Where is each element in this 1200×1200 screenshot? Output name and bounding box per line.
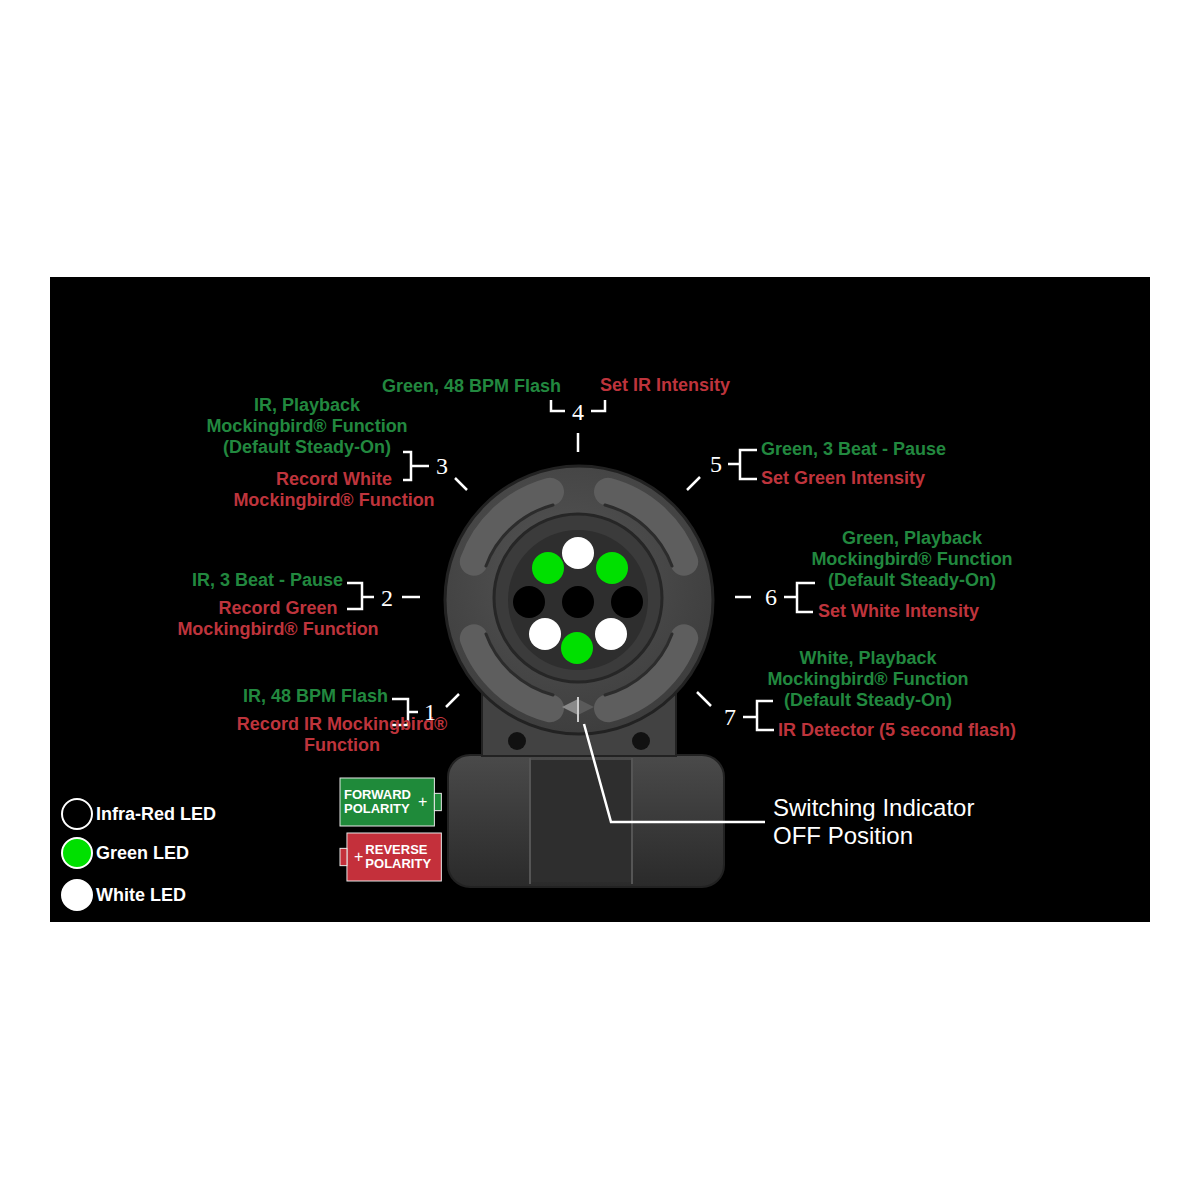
setting-label: Record White Mockingbird® Function (223, 469, 445, 511)
terminal-mark: + (354, 849, 363, 865)
mode-label: Green, 3 Beat - Pause (761, 439, 946, 460)
legend-swatch (61, 879, 93, 911)
mode-label: Green, Playback Mockingbird® Function (D… (801, 528, 1023, 591)
polarity-badge: FORWARD POLARITY+ (340, 778, 441, 826)
white-led (562, 537, 594, 569)
mode-label: IR, Playback Mockingbird® Function (Defa… (196, 395, 418, 458)
ir-led (611, 586, 643, 618)
bracket (362, 596, 374, 599)
bracket (728, 463, 740, 466)
leds (513, 537, 643, 664)
grips (474, 492, 684, 708)
callout-number: 1 (424, 700, 436, 724)
bracket (403, 452, 411, 480)
green-led (596, 552, 628, 584)
bracket (347, 583, 362, 609)
tick (446, 694, 459, 707)
indicator-arrow (562, 699, 578, 715)
white-led (529, 618, 561, 650)
polarity-badge: +REVERSE POLARITY (340, 833, 441, 881)
bracket (551, 400, 565, 411)
green-led (561, 632, 593, 664)
leader-line (584, 724, 765, 822)
indicator-arrow (578, 699, 594, 715)
ir-led (562, 586, 594, 618)
mode-label: IR, 3 Beat - Pause (192, 570, 343, 591)
green-led (532, 552, 564, 584)
mode-label: White, Playback Mockingbird® Function (D… (757, 648, 979, 711)
tick (697, 692, 711, 706)
bracket (757, 701, 774, 730)
callout-number: 7 (724, 705, 736, 729)
callout-number: 4 (572, 400, 584, 424)
callout-number: 3 (436, 454, 448, 478)
badge-text: FORWARD POLARITY (344, 788, 416, 816)
bracket (743, 716, 757, 719)
setting-label: Set IR Intensity (600, 375, 730, 396)
legend-swatch (61, 798, 93, 830)
bracket (797, 583, 815, 612)
ir-led (513, 586, 545, 618)
setting-label: IR Detector (5 second flash) (778, 720, 1016, 741)
bracket (408, 711, 418, 714)
tick (735, 596, 751, 599)
mode-label: IR, 48 BPM Flash (243, 686, 388, 707)
setting-label: Set Green Intensity (761, 468, 925, 489)
bracket (784, 596, 797, 599)
led-ring (494, 514, 662, 682)
screw-hole (632, 732, 650, 750)
tick (577, 433, 580, 452)
bracket (591, 400, 605, 411)
screw-hole (508, 732, 526, 750)
callout-number: 6 (765, 585, 777, 609)
bracket (740, 450, 757, 479)
legend-swatch (61, 837, 93, 869)
badge-text: REVERSE POLARITY (365, 843, 437, 871)
grip-edges (486, 505, 672, 695)
callout-number: 2 (381, 586, 393, 610)
bracket (411, 465, 429, 468)
light-body (445, 466, 713, 734)
indicator-label: Switching Indicator OFF Position (773, 794, 1005, 850)
legend-text: White LED (96, 884, 186, 906)
callout-number: 5 (710, 452, 722, 476)
battery-body (347, 833, 441, 881)
battery-nub (434, 793, 441, 810)
tick (455, 478, 467, 490)
cylinder-edge (529, 758, 531, 884)
legend-text: Green LED (96, 842, 189, 864)
white-led (595, 618, 627, 650)
setting-label: Record IR Mockingbird® Function (235, 714, 449, 756)
led-face (508, 530, 648, 670)
legend-text: Infra-Red LED (96, 803, 216, 825)
setting-label: Record Green Mockingbird® Function (167, 598, 389, 640)
tick (402, 596, 420, 599)
tick (687, 477, 700, 490)
indicator-line (577, 697, 579, 722)
mode-label: Green, 48 BPM Flash (382, 376, 561, 397)
setting-label: Set White Intensity (818, 601, 979, 622)
battery-body (340, 778, 434, 826)
battery-nub (340, 848, 347, 865)
switch-indicator (562, 697, 594, 722)
brackets-and-ticks (347, 400, 815, 822)
terminal-mark: + (418, 794, 427, 810)
